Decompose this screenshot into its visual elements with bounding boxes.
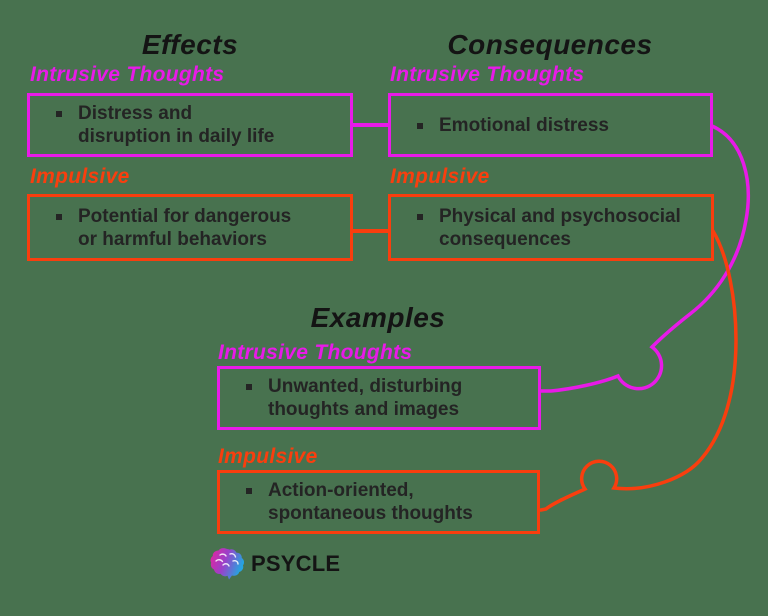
box-examples-intrusive: Unwanted, disturbing thoughts and images: [217, 366, 541, 430]
box-text-line: Potential for dangerous: [78, 205, 292, 227]
box-text-line: or harmful behaviors: [78, 228, 267, 250]
bullet-icon: [246, 488, 252, 494]
box-text-line: Action-oriented,: [268, 480, 414, 501]
box-content: Emotional distress: [391, 114, 710, 137]
box-consequences-intrusive: Emotional distress: [388, 93, 713, 157]
box-text-line: thoughts and images: [268, 399, 460, 420]
heading-examples: Examples: [310, 302, 446, 333]
box-content: Distress and disruption in daily life: [30, 102, 350, 148]
logo-text: PSYCLE: [251, 551, 341, 576]
heading-consequences: Consequences: [447, 29, 653, 60]
connector-impulsive: [351, 229, 390, 233]
box-text-line: disruption in daily life: [78, 126, 275, 147]
label-consequences-intrusive: Intrusive Thoughts: [390, 63, 585, 86]
bullet-icon: [56, 213, 62, 220]
bullet-icon: [417, 122, 423, 129]
flow-curve-orange: [539, 229, 738, 512]
box-text-line: Physical and psychosocial: [439, 205, 681, 227]
box-effects-impulsive: Potential for dangerous or harmful behav…: [27, 194, 353, 261]
heading-effects: Effects: [141, 29, 239, 60]
box-content: Potential for dangerous or harmful behav…: [30, 205, 350, 251]
box-text-line: consequences: [439, 228, 571, 250]
box-effects-intrusive: Distress and disruption in daily life: [27, 93, 353, 157]
box-consequences-impulsive: Physical and psychosocial consequences: [388, 194, 714, 261]
label-examples-impulsive: Impulsive: [218, 445, 318, 468]
connector-intrusive: [351, 123, 390, 127]
box-examples-impulsive: Action-oriented, spontaneous thoughts: [217, 470, 540, 534]
box-content: Physical and psychosocial consequences: [391, 205, 711, 251]
brain-icon: [210, 548, 245, 580]
bullet-icon: [246, 384, 252, 390]
bullet-icon: [417, 213, 423, 220]
psycle-logo: PSYCLE: [208, 545, 340, 583]
box-text-line: Unwanted, disturbing: [268, 376, 463, 397]
label-consequences-impulsive: Impulsive: [390, 165, 490, 188]
bullet-icon: [56, 111, 62, 117]
label-examples-intrusive: Intrusive Thoughts: [218, 341, 413, 364]
box-text-line: Distress and: [78, 103, 193, 124]
box-text-line: Emotional distress: [439, 114, 609, 136]
box-text-line: spontaneous thoughts: [268, 503, 473, 524]
box-content: Action-oriented, spontaneous thoughts: [220, 479, 537, 525]
label-effects-intrusive: Intrusive Thoughts: [30, 63, 225, 86]
box-content: Unwanted, disturbing thoughts and images: [220, 375, 538, 421]
label-effects-impulsive: Impulsive: [30, 165, 130, 188]
